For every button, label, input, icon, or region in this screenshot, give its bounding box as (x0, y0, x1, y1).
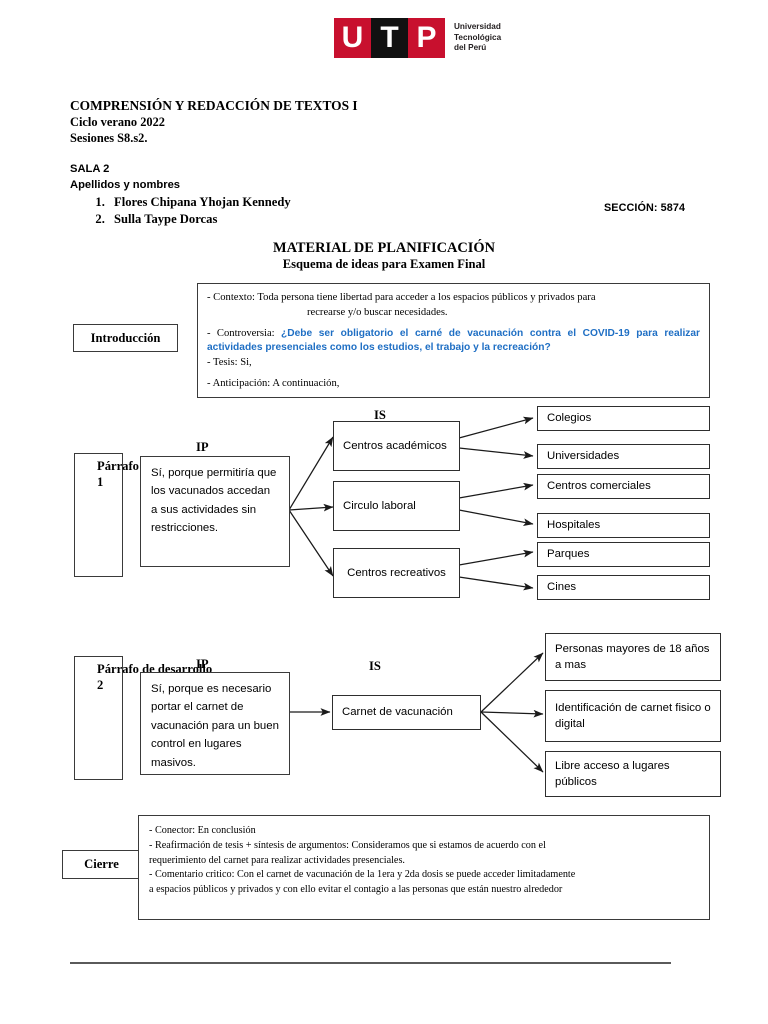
section-number: SECCIÓN: 5874 (604, 202, 686, 214)
parrafo1-leaf-3-label: Centros comerciales (547, 480, 651, 493)
cycle-line: Ciclo verano 2022 (70, 115, 165, 129)
parrafo1-leaf-6-label: Cines (547, 581, 577, 594)
introduccion-label-box: Introducción (73, 324, 178, 352)
parrafo1-is-node-2-label: Circulo laboral (343, 499, 416, 512)
cierre-label-box: Cierre (62, 850, 141, 879)
course-title: COMPRENSIÓN Y REDACCIÓN DE TEXTOS I (70, 98, 358, 113)
parrafo2-leaf-3: Libre acceso a lugares públicos (545, 751, 721, 797)
parrafo1-is-node-3: Centros recreativos (333, 548, 460, 598)
page-title: MATERIAL DE PLANIFICACIÓN (272, 240, 495, 256)
parrafo1-is-label: IS (374, 408, 386, 422)
parrafo2-leaf-3-label: Libre acceso a lugares públicos (555, 759, 670, 788)
logo-letter-u: U (334, 18, 371, 58)
parrafo2-leaf-2-label: Identificación de carnet fisico o digita… (555, 701, 711, 730)
parrafo2-ip-label: IP (196, 657, 209, 671)
parrafo1-is-node-3-label: Centros recreativos (347, 566, 446, 579)
parrafo2-is-node-label: Carnet de vacunación (342, 706, 453, 719)
sessions-line: Sesiones S8.s2. (70, 131, 148, 145)
parrafo1-leaf-2-label: Universidades (547, 450, 620, 463)
intro-controversia: - Controversia: ¿Debe ser obligatorio el… (207, 327, 700, 355)
parrafo2-leaf-1-label: Personas mayores de 18 años a mas (555, 642, 710, 671)
introduccion-label: Introducción (90, 330, 161, 345)
logo-letter-t: T (371, 18, 408, 58)
parrafo1-side-box (74, 453, 123, 577)
parrafo1-leaf-3: Centros comerciales (537, 474, 710, 499)
page-subtitle: Esquema de ideas para Examen Final (282, 257, 486, 271)
list-item: Flores Chipana Yhojan Kennedy (108, 194, 291, 211)
intro-contexto: - Contexto: Toda persona tiene libertad … (207, 291, 700, 320)
parrafo1-is-node-1-label: Centros académicos (343, 439, 447, 452)
parrafo2-leaf-2: Identificación de carnet fisico o digita… (545, 690, 721, 742)
intro-controversia-text: ¿Debe ser obligatorio el carné de vacuna… (207, 327, 701, 353)
parrafo1-ip-label: IP (196, 440, 209, 454)
intro-anticipacion: - Anticipación: A continuación, (207, 377, 340, 389)
parrafo2-is-node: Carnet de vacunación (332, 695, 481, 730)
intro-contexto-cont: recrearse y/o buscar necesidades. (307, 307, 448, 319)
parrafo1-leaf-2: Universidades (537, 444, 710, 469)
parrafo2-side-box (74, 656, 123, 780)
cierre-line-4: - Comentario critico: Con el carnet de v… (149, 869, 576, 881)
parrafo1-leaf-1-label: Colegios (547, 412, 592, 425)
cierre-line-3: requerimiento del carnet para realizar a… (149, 854, 405, 866)
parrafo2-leaf-1: Personas mayores de 18 años a mas (545, 633, 721, 681)
cierre-line-2: - Reafirmación de tesis + síntesis de ar… (149, 839, 546, 851)
list-item: Sulla Taype Dorcas (108, 211, 291, 228)
introduccion-content-box: - Contexto: Toda persona tiene libertad … (197, 283, 710, 398)
parrafo2-is-label: IS (369, 659, 381, 673)
cierre-content-box: - Conector: En conclusión - Reafirmación… (138, 815, 710, 920)
parrafo1-leaf-1: Colegios (537, 406, 710, 431)
intro-tesis: - Tesis: Si, (207, 357, 252, 369)
logo-name-line-1: Universidad (454, 21, 501, 31)
intro-controversia-prefix: - Controversia: (207, 327, 275, 339)
parrafo1-is-node-1: Centros académicos (333, 421, 460, 471)
intro-contexto-text: - Contexto: Toda persona tiene libertad … (207, 292, 596, 303)
parrafo1-ip-box: Sí, porque permitiría que los vacunados … (140, 456, 290, 567)
cierre-line-5: a espacios públicos y privados y con ell… (149, 884, 563, 896)
parrafo1-leaf-5: Parques (537, 542, 710, 567)
footer-divider (70, 962, 671, 964)
cierre-label: Cierre (84, 857, 119, 871)
parrafo1-leaf-6: Cines (537, 575, 710, 600)
parrafo1-leaf-4: Hospitales (537, 513, 710, 538)
parrafo2-ip-box: Sí, porque es necesario portar el carnet… (140, 672, 290, 775)
logo-university-name: Universidad Tecnológica del Perú (454, 22, 501, 54)
logo-name-line-3: del Perú (454, 43, 487, 53)
parrafo1-leaf-4-label: Hospitales (547, 519, 601, 532)
names-label: Apellidos y nombres (70, 179, 181, 191)
parrafo1-leaf-5-label: Parques (547, 548, 590, 561)
student-list: Flores Chipana Yhojan Kennedy Sulla Tayp… (88, 194, 291, 227)
logo-letter-p: P (408, 18, 445, 58)
room-line: SALA 2 (70, 163, 110, 175)
logo-name-line-2: Tecnológica (454, 32, 502, 42)
utp-logo: U T P Universidad Tecnológica del Perú (334, 18, 501, 58)
parrafo1-is-node-2: Circulo laboral (333, 481, 460, 531)
logo-letter-blocks: U T P (334, 18, 445, 58)
cierre-line-1: - Conector: En conclusión (149, 825, 256, 836)
